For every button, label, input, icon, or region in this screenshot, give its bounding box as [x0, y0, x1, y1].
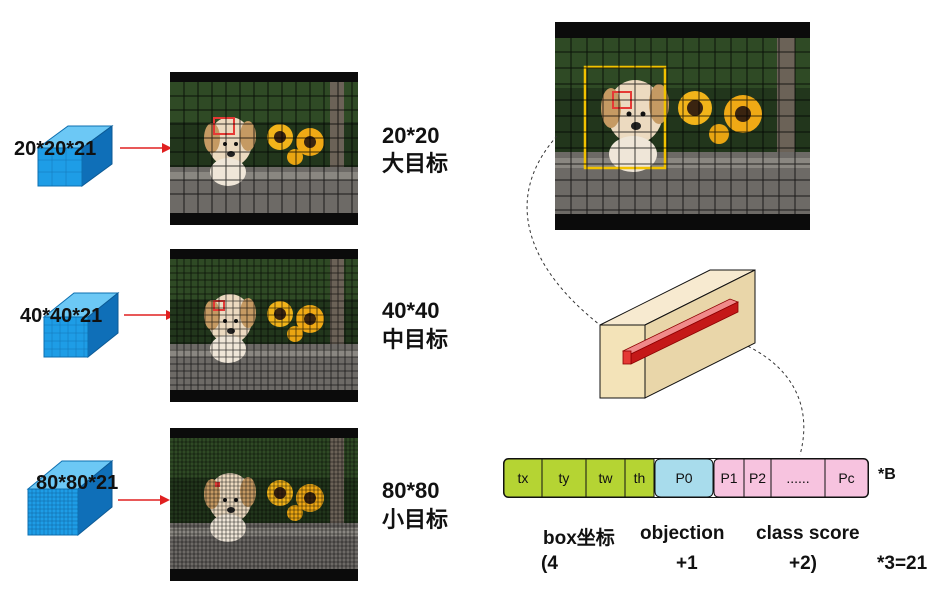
connector-left	[526, 135, 601, 326]
tensor-label-40: 40*40*21	[20, 305, 103, 327]
scale-target-small: 小目标	[382, 507, 449, 532]
dog-image-anchor	[555, 22, 810, 230]
connector-overlay	[526, 135, 805, 456]
dog-image-20	[170, 72, 358, 225]
objection-count: +1	[676, 553, 698, 574]
output-vector: tx ty tw th P0 P1 P2 ...... Pc	[503, 458, 869, 498]
scale-size-40: 40*40	[382, 298, 440, 323]
scale-size-20: 20*20	[382, 123, 440, 148]
scale-target-large: 大目标	[382, 151, 449, 176]
arrow-80	[118, 495, 170, 505]
box-label: box坐标	[543, 528, 615, 549]
scale-target-medium: 中目标	[382, 327, 449, 352]
objection-label: objection	[640, 523, 725, 544]
arrow-40	[124, 310, 176, 320]
grid-cell-cube	[599, 269, 756, 399]
cell-p2: P2	[748, 470, 767, 486]
tensor-label-80: 80*80*21	[36, 472, 119, 494]
cell-pc: Pc	[838, 470, 855, 486]
tensor-cube-80	[26, 459, 114, 537]
class-score-label: class score	[756, 523, 860, 544]
dog-image-40	[170, 249, 358, 402]
tensor-cube-40	[42, 291, 120, 359]
cell-p0: P0	[675, 470, 693, 486]
total-channels: *3=21	[877, 553, 928, 574]
tensor-label-20: 20*20*21	[14, 138, 97, 160]
cell-p1: P1	[720, 470, 738, 486]
scale-size-80: 80*80	[382, 478, 440, 503]
arrow-20	[120, 143, 172, 153]
cell-ellipsis: ......	[786, 470, 810, 486]
cell-ty: ty	[558, 470, 570, 486]
cell-th: th	[633, 470, 646, 486]
box-count: (4	[541, 553, 558, 574]
anchor-multiplier: *B	[878, 466, 896, 483]
dog-image-80	[170, 428, 358, 581]
cell-tx: tx	[517, 470, 529, 486]
output-vector-frame	[503, 458, 869, 498]
cell-tw: tw	[598, 470, 613, 486]
tensor-cube-20	[36, 125, 114, 187]
class-count: +2)	[789, 553, 817, 574]
